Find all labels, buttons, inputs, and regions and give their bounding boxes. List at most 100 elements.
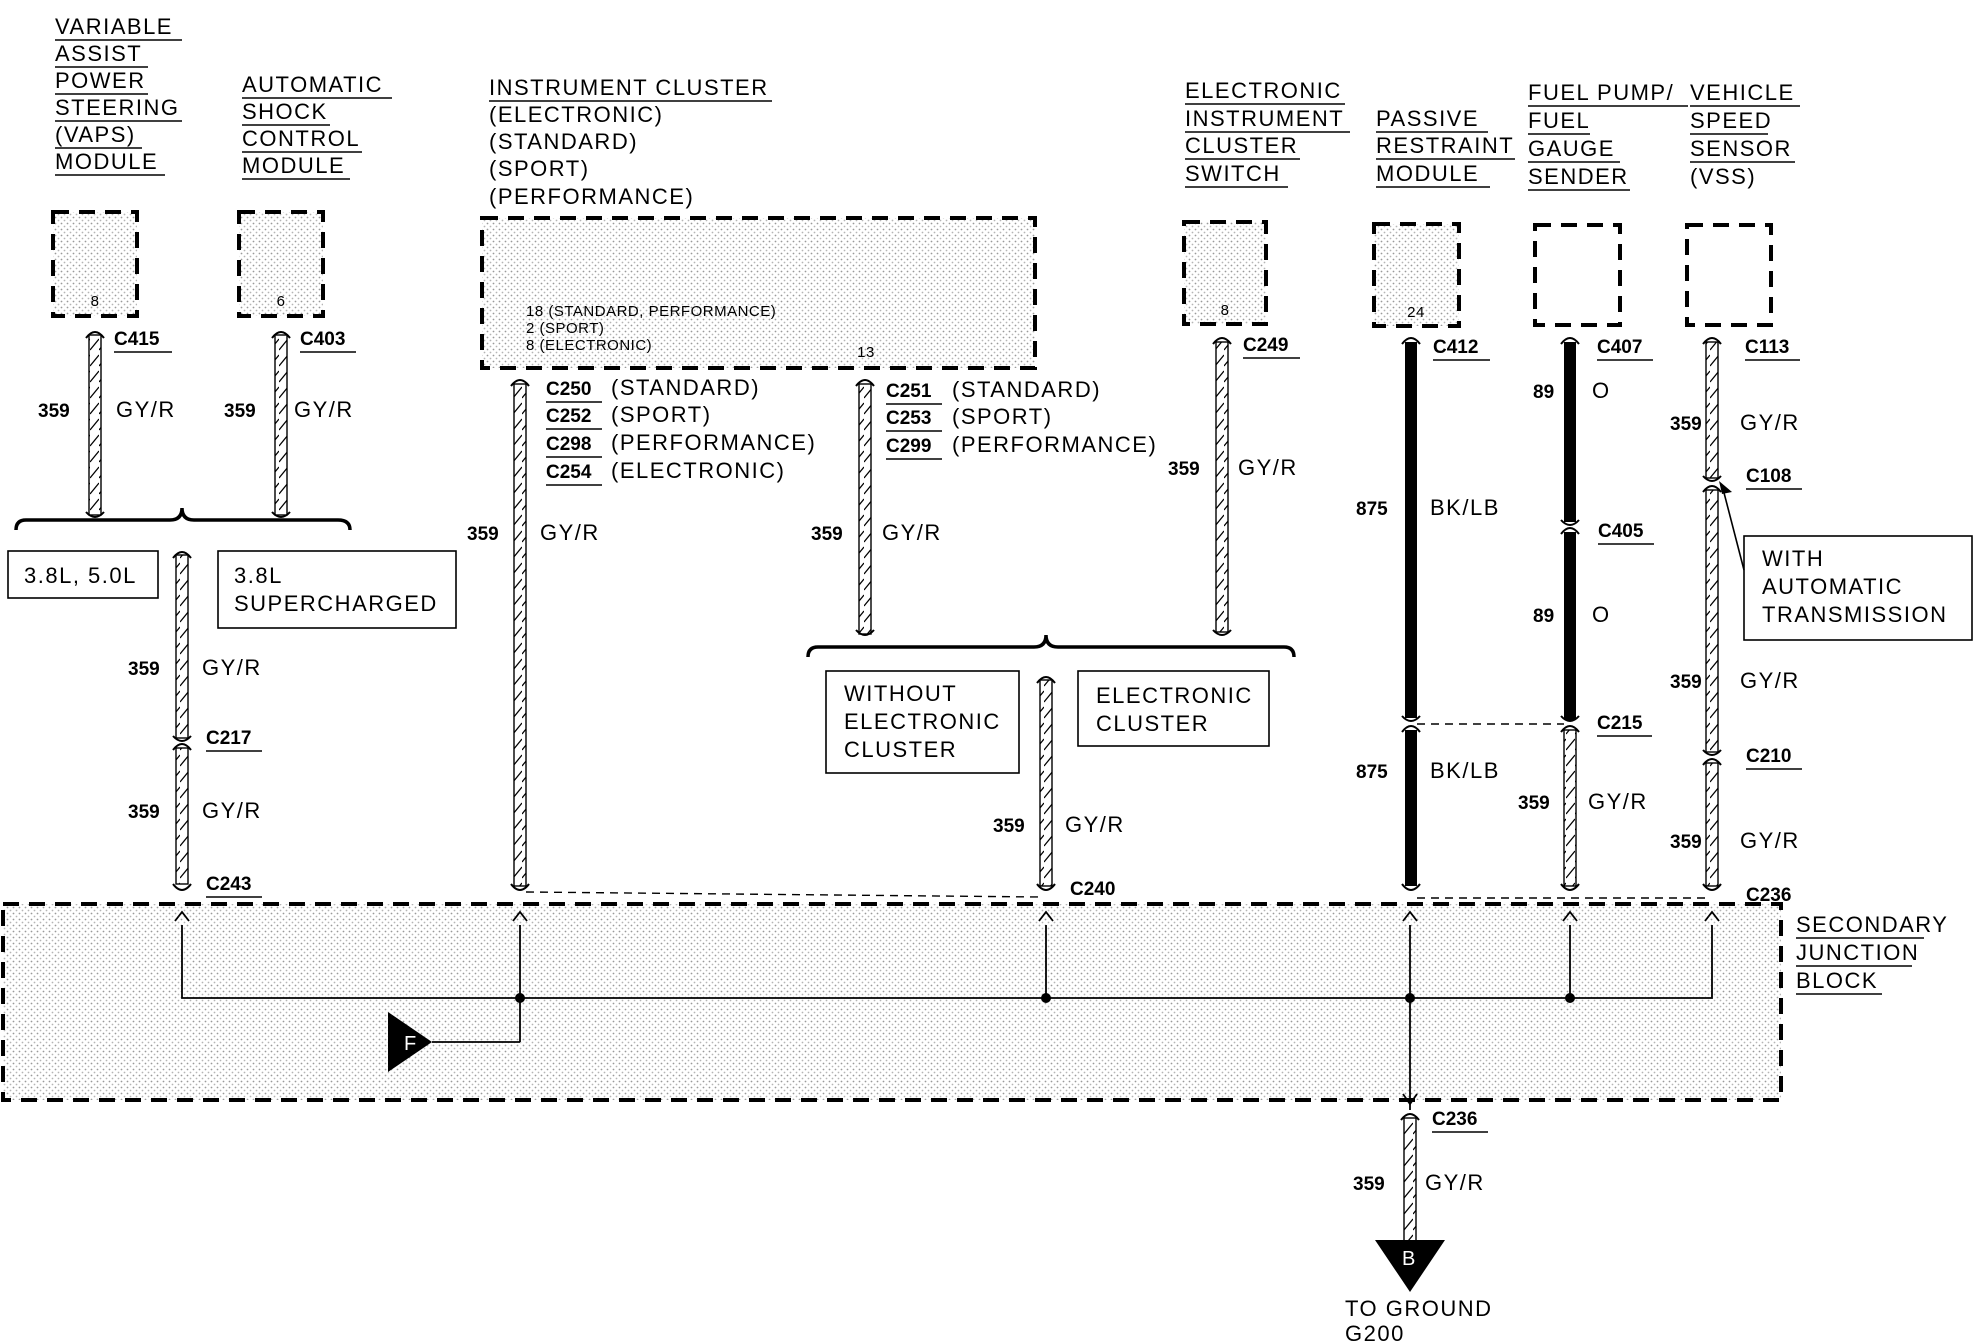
svg-text:TO GROUND: TO GROUND bbox=[1345, 1296, 1493, 1321]
svg-text:SWITCH: SWITCH bbox=[1185, 161, 1281, 186]
fuel-sender-box bbox=[1533, 223, 1622, 327]
svg-text:C252: C252 bbox=[546, 406, 591, 427]
svg-text:C236: C236 bbox=[1746, 885, 1791, 906]
vss-label: VEHICLE SPEED SENSOR (VSS) bbox=[1690, 80, 1800, 189]
svg-text:C210: C210 bbox=[1746, 746, 1791, 767]
svg-text:ELECTRONIC: ELECTRONIC bbox=[1185, 78, 1342, 103]
svg-text:FUEL PUMP/: FUEL PUMP/ bbox=[1528, 80, 1674, 105]
svg-text:13: 13 bbox=[857, 344, 875, 361]
vaps-module-label: VARIABLE ASSIST POWER STEERING (VAPS) MO… bbox=[55, 14, 182, 176]
svg-text:(PERFORMANCE): (PERFORMANCE) bbox=[611, 430, 816, 455]
engine-option-brace bbox=[14, 507, 352, 531]
svg-text:F: F bbox=[404, 1033, 416, 1055]
svg-text:VARIABLE: VARIABLE bbox=[55, 14, 173, 39]
svg-text:GY/R: GY/R bbox=[294, 397, 354, 422]
fuel-pump-sender-label: FUEL PUMP/ FUEL GAUGE SENDER bbox=[1528, 80, 1688, 191]
svg-text:SENDER: SENDER bbox=[1528, 164, 1629, 189]
wire-vaps bbox=[88, 334, 102, 516]
svg-text:359: 359 bbox=[128, 659, 160, 680]
svg-text:875: 875 bbox=[1356, 499, 1388, 520]
option-without-electronic: WITHOUT ELECTRONIC CLUSTER bbox=[825, 670, 1020, 774]
svg-text:JUNCTION: JUNCTION bbox=[1796, 940, 1919, 965]
svg-text:C236: C236 bbox=[1432, 1109, 1477, 1130]
svg-text:(VAPS): (VAPS) bbox=[55, 122, 136, 147]
svg-text:(STANDARD): (STANDARD) bbox=[611, 375, 760, 400]
svg-text:(ELECTRONIC): (ELECTRONIC) bbox=[489, 102, 663, 127]
svg-text:359: 359 bbox=[1670, 832, 1702, 853]
svg-text:GY/R: GY/R bbox=[1238, 455, 1298, 480]
svg-text:MODULE: MODULE bbox=[1376, 161, 1479, 186]
svg-text:C250: C250 bbox=[546, 379, 591, 400]
svg-text:WITH: WITH bbox=[1762, 546, 1824, 571]
svg-text:BK/LB: BK/LB bbox=[1430, 495, 1500, 520]
svg-text:GY/R: GY/R bbox=[882, 520, 942, 545]
svg-text:SUPERCHARGED: SUPERCHARGED bbox=[234, 591, 438, 616]
secondary-junction-block: SECONDARY JUNCTION BLOCK bbox=[1, 902, 1947, 1102]
svg-text:GY/R: GY/R bbox=[1425, 1170, 1485, 1195]
svg-text:6: 6 bbox=[277, 293, 286, 310]
wire-labels: 359 GY/R 359 GY/R 359 GY/R 359 GY/R 359 … bbox=[38, 378, 1800, 1195]
svg-text:359: 359 bbox=[1518, 793, 1550, 814]
svg-text:C249: C249 bbox=[1243, 335, 1288, 356]
svg-text:(STANDARD): (STANDARD) bbox=[952, 377, 1101, 402]
svg-text:GY/R: GY/R bbox=[1740, 828, 1800, 853]
option-engine-sc: 3.8L SUPERCHARGED bbox=[217, 550, 457, 629]
svg-text:C412: C412 bbox=[1433, 337, 1478, 358]
passive-restraint-module-label: PASSIVE RESTRAINT MODULE bbox=[1376, 106, 1515, 188]
svg-text:C405: C405 bbox=[1598, 521, 1644, 542]
svg-text:SPEED: SPEED bbox=[1690, 108, 1772, 133]
connector-dashed-links bbox=[525, 723, 1706, 899]
svg-text:359: 359 bbox=[224, 401, 256, 422]
svg-text:C403: C403 bbox=[300, 329, 345, 350]
junction-internal-bus bbox=[181, 925, 1713, 1110]
svg-text:ASSIST: ASSIST bbox=[55, 41, 142, 66]
svg-text:24: 24 bbox=[1407, 304, 1425, 321]
svg-text:TRANSMISSION: TRANSMISSION bbox=[1762, 602, 1947, 627]
connector-caps bbox=[85, 331, 1722, 1121]
svg-text:MODULE: MODULE bbox=[242, 153, 345, 178]
svg-text:CLUSTER: CLUSTER bbox=[1096, 711, 1209, 736]
svg-text:359: 359 bbox=[993, 816, 1025, 837]
svg-text:C217: C217 bbox=[206, 728, 251, 749]
instrument-cluster-label: INSTRUMENT CLUSTER (ELECTRONIC) (STANDAR… bbox=[489, 75, 772, 209]
svg-text:C251: C251 bbox=[886, 381, 932, 402]
svg-text:ELECTRONIC: ELECTRONIC bbox=[844, 709, 1001, 734]
svg-text:(PERFORMANCE): (PERFORMANCE) bbox=[952, 432, 1157, 457]
svg-text:BK/LB: BK/LB bbox=[1430, 758, 1500, 783]
svg-text:(PERFORMANCE): (PERFORMANCE) bbox=[489, 184, 694, 209]
svg-text:FUEL: FUEL bbox=[1528, 108, 1590, 133]
svg-text:C254: C254 bbox=[546, 462, 592, 483]
cluster-option-brace bbox=[806, 634, 1296, 658]
svg-text:359: 359 bbox=[1353, 1174, 1385, 1195]
svg-text:GY/R: GY/R bbox=[540, 520, 600, 545]
svg-text:(SPORT): (SPORT) bbox=[611, 402, 712, 427]
svg-text:(STANDARD): (STANDARD) bbox=[489, 129, 638, 154]
svg-text:C243: C243 bbox=[206, 874, 251, 895]
wire-restraint bbox=[1405, 342, 1417, 886]
connector-labels: C415 C403 C249 C412 C407 C113 C108 C405 … bbox=[114, 329, 1802, 1133]
instrument-cluster-box: 18 (STANDARD, PERFORMANCE) 2 (SPORT) 8 (… bbox=[480, 216, 1037, 370]
svg-text:CLUSTER: CLUSTER bbox=[1185, 133, 1298, 158]
svg-text:GY/R: GY/R bbox=[1065, 812, 1125, 837]
svg-text:AUTOMATIC: AUTOMATIC bbox=[1762, 574, 1903, 599]
option-auto-trans: WITH AUTOMATIC TRANSMISSION bbox=[1719, 481, 1973, 641]
svg-text:INSTRUMENT CLUSTER: INSTRUMENT CLUSTER bbox=[489, 75, 769, 100]
svg-text:SENSOR: SENSOR bbox=[1690, 136, 1792, 161]
svg-text:O: O bbox=[1592, 378, 1611, 403]
restraint-module-box: 24 bbox=[1372, 222, 1461, 328]
svg-text:ELECTRONIC: ELECTRONIC bbox=[1096, 683, 1253, 708]
svg-text:GY/R: GY/R bbox=[1740, 668, 1800, 693]
wire-shock bbox=[274, 334, 288, 516]
svg-text:INSTRUMENT: INSTRUMENT bbox=[1185, 106, 1344, 131]
svg-text:PASSIVE: PASSIVE bbox=[1376, 106, 1479, 131]
wire-engine-common bbox=[175, 554, 189, 885]
svg-text:GAUGE: GAUGE bbox=[1528, 136, 1615, 161]
svg-text:18 (STANDARD, PERFORMANCE): 18 (STANDARD, PERFORMANCE) bbox=[526, 303, 776, 320]
svg-text:(SPORT): (SPORT) bbox=[952, 404, 1053, 429]
svg-text:359: 359 bbox=[1670, 672, 1702, 693]
svg-text:C240: C240 bbox=[1070, 879, 1115, 900]
wire-electronic-common bbox=[1039, 679, 1053, 887]
shock-module-box: 6 bbox=[237, 210, 325, 318]
electronic-cluster-switch-label: ELECTRONIC INSTRUMENT CLUSTER SWITCH bbox=[1185, 78, 1350, 188]
wire-cluster-left bbox=[513, 383, 527, 887]
